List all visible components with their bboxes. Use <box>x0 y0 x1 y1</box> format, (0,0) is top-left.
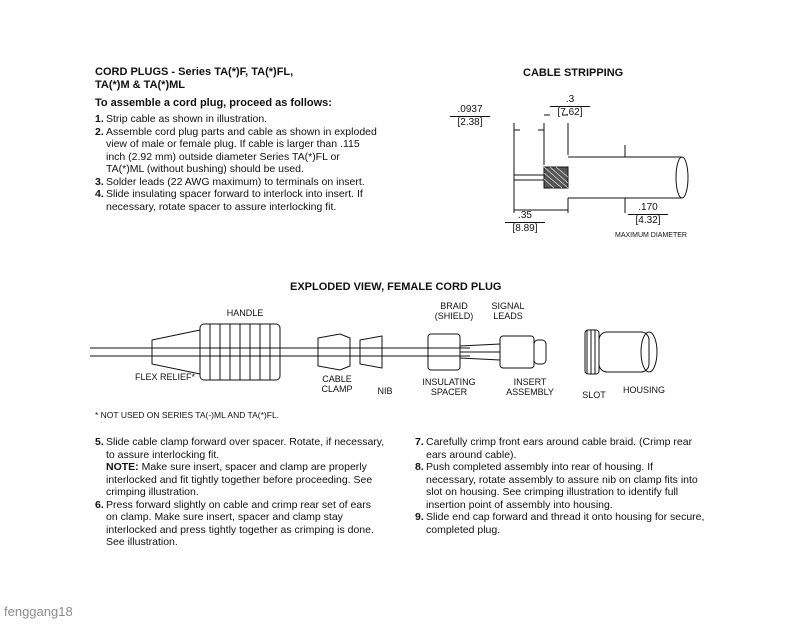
cable-end <box>675 156 689 199</box>
nib-label: NIB <box>377 386 393 396</box>
insulating-spacer <box>427 333 461 371</box>
step-1: 1.Strip cable as shown in illustration. <box>95 113 268 125</box>
step-5: 5.Slide cable clamp forward over spacer.… <box>95 436 385 498</box>
braid-label: BRAID(SHIELD) <box>434 301 474 321</box>
title-line-1: CORD PLUGS - Series TA(*)F, TA(*)FL, <box>95 66 294 78</box>
dimension-strip-short: .0937[2.38] <box>450 104 490 129</box>
intro-text: To assemble a cord plug, proceed as foll… <box>95 97 332 109</box>
step-4: 4.Slide insulating spacer forward to int… <box>95 188 363 213</box>
dimension-strip-braid: .3[7.62] <box>550 94 590 119</box>
signal-leads <box>459 343 501 361</box>
step-6: 6.Press forward slightly on cable and cr… <box>95 498 374 549</box>
handle-label: HANDLE <box>226 308 264 318</box>
exploded-view-title: EXPLODED VIEW, FEMALE CORD PLUG <box>290 281 502 293</box>
cable-clamp <box>317 333 351 371</box>
insert-assembly <box>499 335 535 369</box>
document-title: CORD PLUGS - Series TA(*)F, TA(*)FL, TA(… <box>95 66 395 92</box>
dimension-strip-total: .35[8.89] <box>505 210 545 235</box>
steps-left-list: 5.Slide cable clamp forward over spacer.… <box>95 436 385 549</box>
step-2: 2.Assemble cord plug parts and cable as … <box>95 125 377 176</box>
conductor <box>514 174 544 181</box>
flex-relief-label: FLEX RELIEF* <box>134 372 196 382</box>
cable-stripping-title: CABLE STRIPPING <box>523 67 624 79</box>
step-9: 9.Slide end cap forward and thread it on… <box>415 511 705 536</box>
nib <box>359 335 383 369</box>
steps-right-list: 7.Carefully crimp front ears around cabl… <box>415 436 705 536</box>
exploded-view-diagram <box>90 323 658 381</box>
title-line-2: TA(*)M & TA(*)ML <box>95 79 186 91</box>
watermark: fenggang18 <box>4 604 73 619</box>
flex-relief <box>151 329 201 375</box>
step-7: 7.Carefully crimp front ears around cabl… <box>415 436 693 461</box>
slot-label: SLOT <box>582 390 606 400</box>
housing <box>598 331 650 373</box>
step-8: 8.Push completed assembly into rear of h… <box>415 461 698 511</box>
step-3: 3.Solder leads (22 AWG maximum) to termi… <box>95 175 365 188</box>
footnote: * NOT USED ON SERIES TA(-)ML AND TA(*)FL… <box>95 410 280 420</box>
housing-label: HOUSING <box>622 385 665 395</box>
max-diameter-label: MAXIMUM DIAMETER <box>615 232 687 239</box>
steps-top-list: 1.Strip cable as shown in illustration. … <box>95 113 380 213</box>
step-5-note: NOTE: Make sure insert, spacer and clamp… <box>106 461 373 498</box>
dimension-diameter: .170[4.32] <box>628 202 668 227</box>
cable-stripping-diagram <box>513 114 689 213</box>
cable-jacket <box>568 156 682 199</box>
